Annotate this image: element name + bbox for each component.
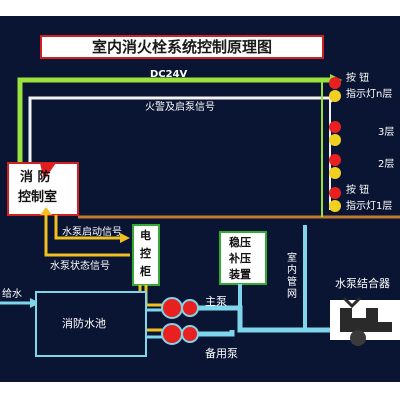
adapter-wheel	[350, 330, 366, 346]
pump-start-line	[54, 215, 120, 240]
pump-status-line	[44, 215, 130, 257]
fire-pool-label: 消防水池	[62, 317, 106, 330]
fire-pool-box	[35, 291, 147, 357]
pump-adapter-valve	[340, 308, 392, 332]
indicator-top-label: 指示灯n层	[346, 89, 393, 100]
pump-status-signal-label: 水泵状态信号	[50, 261, 110, 272]
floor3-label: 3层	[378, 127, 395, 138]
cabinet-char-1: 电	[140, 229, 151, 242]
network-char-1: 室	[287, 253, 297, 264]
control-room-box	[7, 162, 79, 216]
control-room-line1: 消 防	[20, 170, 51, 185]
power-line	[17, 77, 330, 170]
lamp-floor2-red	[329, 154, 341, 166]
page-title: 室内消火栓系统控制原理图	[40, 35, 324, 59]
lamp-top-yellow	[329, 90, 341, 102]
water-supply-label: 给水	[2, 289, 22, 300]
main-outlet-pipe	[198, 305, 330, 333]
adapter-handle	[342, 296, 362, 309]
network-char-3: 管	[287, 277, 297, 288]
network-char-4: 网	[287, 289, 297, 300]
main-pump	[161, 297, 183, 319]
pressure-line3: 装置	[229, 268, 251, 281]
lamp-floor2-yellow	[329, 167, 341, 179]
lamp-floor3-yellow	[329, 134, 341, 146]
button-bottom-label: 按 钮	[346, 185, 370, 196]
pump-adapter-label: 水泵结合器	[335, 277, 390, 290]
standby-pump-label: 备用泵	[205, 347, 238, 360]
alarm-signal-label: 火警及启泵信号	[145, 102, 215, 113]
lamp-bottom-red	[329, 187, 341, 199]
button-top-label: 按 钮	[346, 73, 370, 84]
control-room-flash	[40, 163, 56, 180]
standby-pump-outlet	[181, 325, 199, 343]
cabinet-char-2: 控	[140, 247, 151, 260]
pressure-line1: 稳压	[229, 236, 251, 249]
lamp-top-red	[329, 77, 341, 89]
floor2-label: 2层	[378, 159, 395, 170]
standby-outlet-pipe	[198, 330, 235, 337]
indicator-bottom-label: 指示灯1层	[346, 201, 393, 212]
lamp-floor3-red	[329, 121, 341, 133]
pressure-device-box	[219, 231, 267, 285]
main-pump-label: 主泵	[205, 295, 227, 308]
network-char-2: 内	[287, 265, 297, 276]
alarm-signal-line	[28, 96, 330, 170]
pressure-line2: 补压	[229, 252, 251, 265]
control-room-line2: 控制室	[18, 190, 58, 205]
main-pump-outlet	[181, 299, 199, 317]
cabinet-char-3: 柜	[140, 265, 151, 278]
pump-status-arrow	[40, 207, 52, 215]
pump-start-signal-label: 水泵启动信号	[62, 227, 122, 238]
standby-pump	[161, 323, 183, 345]
pump-start-arrow	[120, 233, 130, 243]
power-label: DC24V	[150, 69, 188, 80]
control-cabinet-box	[132, 224, 160, 286]
lamp-bottom-yellow	[329, 200, 341, 212]
